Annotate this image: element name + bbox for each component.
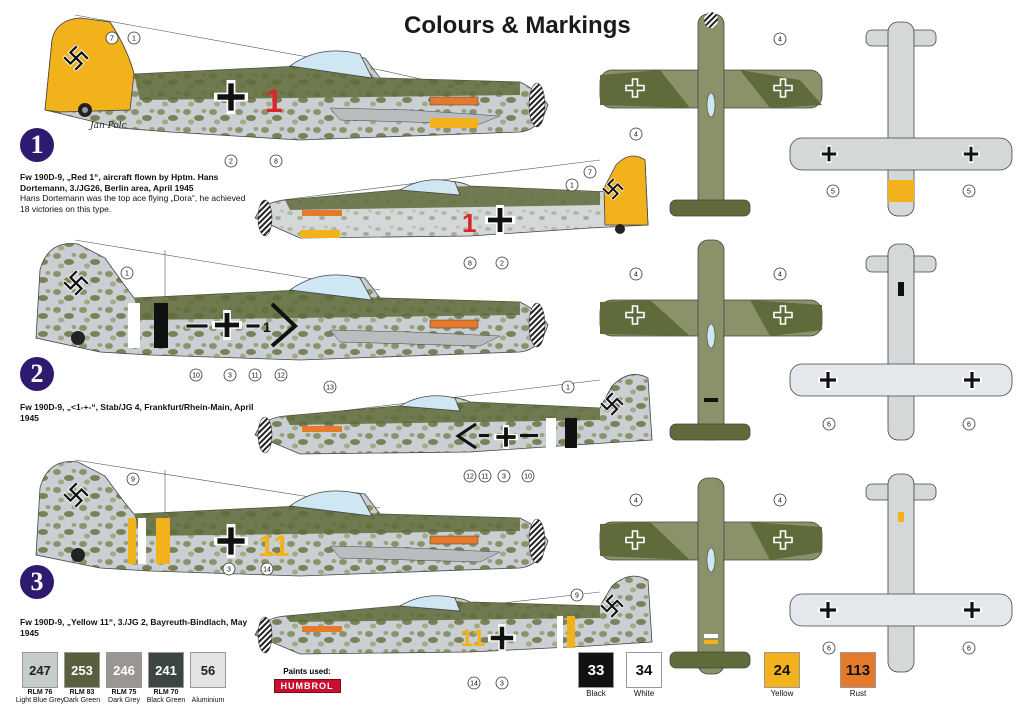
scheme-1-fuselage-code: 1 bbox=[265, 83, 283, 119]
paint-swatch-right-label-1: White bbox=[633, 689, 655, 698]
under-view-3 bbox=[789, 473, 1013, 673]
paint-rlm-code: RLM 75 bbox=[111, 689, 137, 696]
paint-name: Light Blue Grey bbox=[15, 697, 65, 704]
scheme-3-badge: 3 bbox=[20, 565, 54, 599]
callout-2: 2 bbox=[500, 261, 504, 268]
paint-name: Black Green bbox=[146, 697, 186, 704]
callout-1: 1 bbox=[125, 271, 129, 278]
callout-10: 10 bbox=[192, 373, 200, 380]
callout-4: 4 bbox=[634, 498, 638, 505]
scheme-1-starboard-code: 1 bbox=[462, 208, 476, 238]
paint-swatch-right-2: 24 bbox=[764, 652, 800, 688]
scheme-1-badge: 1 bbox=[20, 128, 54, 162]
paint-rlm-code: RLM 83 bbox=[69, 689, 95, 696]
callout-11: 11 bbox=[481, 474, 488, 481]
paints-used-label: Paints used: bbox=[283, 667, 331, 676]
top-view-1 bbox=[599, 12, 823, 217]
scheme-1-note: Hans Dortemann was the top ace flying „D… bbox=[20, 193, 246, 214]
paint-swatch-right-label-3: Rust bbox=[849, 689, 867, 698]
callout-5: 5 bbox=[967, 189, 971, 196]
humbrol-logo: HUMBROL bbox=[273, 679, 341, 693]
under-view-1 bbox=[789, 21, 1013, 217]
callout-4: 4 bbox=[778, 272, 782, 279]
callout-14: 14 bbox=[263, 567, 271, 574]
paint-swatch-2: 246 bbox=[106, 652, 142, 688]
paint-swatch-1: 253 bbox=[64, 652, 100, 688]
callout-3: 3 bbox=[500, 681, 504, 688]
callout-3: 3 bbox=[502, 474, 506, 481]
paint-rlm-code: RLM 76 bbox=[27, 689, 53, 696]
callout-5: 5 bbox=[831, 189, 835, 196]
paint-name: Dark Grey bbox=[108, 697, 140, 704]
callout-3: 3 bbox=[228, 373, 232, 380]
scheme-2-fuselage-code: 1 bbox=[263, 319, 271, 335]
paint-swatch-right-label-0: Black bbox=[586, 689, 606, 698]
callout-2: 2 bbox=[229, 159, 233, 166]
callout-6: 6 bbox=[827, 646, 831, 653]
callout-4: 4 bbox=[778, 498, 782, 505]
scheme-1-description: Fw 190D-9, „Red 1“, aircraft flown by Hp… bbox=[20, 172, 252, 214]
under-view-2 bbox=[789, 243, 1013, 441]
scheme-2-description: Fw 190D-9, „<1-+-“, Stab/JG 4, Frankfurt… bbox=[20, 402, 260, 423]
callout-4: 4 bbox=[634, 132, 638, 139]
callout-8: 8 bbox=[274, 159, 278, 166]
scheme-3-fuselage-code: 11 bbox=[258, 530, 290, 563]
top-view-2 bbox=[599, 239, 823, 441]
top-view-3 bbox=[599, 477, 823, 675]
scheme-1-tail-inscription: Jan Polc bbox=[88, 121, 127, 131]
paint-rlm-code: RLM 70 bbox=[153, 689, 179, 696]
callout-3: 3 bbox=[227, 567, 231, 574]
scheme-1-name: Fw 190D-9, „Red 1“, aircraft flown by Hp… bbox=[20, 172, 219, 193]
callout-7: 7 bbox=[110, 36, 114, 43]
callout-13: 13 bbox=[326, 385, 334, 392]
callout-4: 4 bbox=[778, 37, 782, 44]
scheme-3-description: Fw 190D-9, „Yellow 11“, 3./JG 2, Bayreut… bbox=[20, 617, 260, 638]
scheme-3-starboard-code: 11 bbox=[460, 625, 485, 652]
paint-swatch-4: 56 bbox=[190, 652, 226, 688]
callout-6: 6 bbox=[967, 422, 971, 429]
page-title: Colours & Markings bbox=[404, 12, 631, 39]
paint-swatch-right-label-2: Yellow bbox=[770, 689, 794, 698]
callout-14: 14 bbox=[470, 681, 478, 688]
paint-swatch-right-0: 33 bbox=[578, 652, 614, 688]
paint-swatch-3: 241 bbox=[148, 652, 184, 688]
paint-swatch-right-1: 34 bbox=[626, 652, 662, 688]
scheme-2-badge: 2 bbox=[20, 357, 54, 391]
callout-12: 12 bbox=[466, 474, 474, 481]
callout-6: 6 bbox=[827, 422, 831, 429]
paint-name: Dark Green bbox=[63, 697, 101, 704]
paint-swatch-0: 247 bbox=[22, 652, 58, 688]
callout-11: 11 bbox=[251, 373, 258, 380]
callout-9: 9 bbox=[131, 477, 135, 484]
callout-8: 8 bbox=[468, 261, 472, 268]
paint-swatch-label-4: Aluminium bbox=[178, 689, 238, 705]
callout-1: 1 bbox=[566, 385, 570, 392]
scheme-2-name: Fw 190D-9, „<1-+-“, Stab/JG 4, Frankfurt… bbox=[20, 402, 254, 423]
callout-10: 10 bbox=[524, 474, 532, 481]
callout-7: 7 bbox=[588, 170, 592, 177]
callout-4: 4 bbox=[634, 272, 638, 279]
paint-swatch-right-3: 113 bbox=[840, 652, 876, 688]
paint-name: Aluminium bbox=[191, 697, 225, 704]
callout-1: 1 bbox=[132, 36, 136, 43]
paints-used: Paints used: HUMBROL bbox=[272, 667, 342, 694]
scheme-3-name: Fw 190D-9, „Yellow 11“, 3./JG 2, Bayreut… bbox=[20, 617, 248, 638]
callout-12: 12 bbox=[277, 373, 285, 380]
callout-9: 9 bbox=[575, 593, 579, 600]
callout-6: 6 bbox=[967, 646, 971, 653]
callout-1: 1 bbox=[570, 183, 574, 190]
